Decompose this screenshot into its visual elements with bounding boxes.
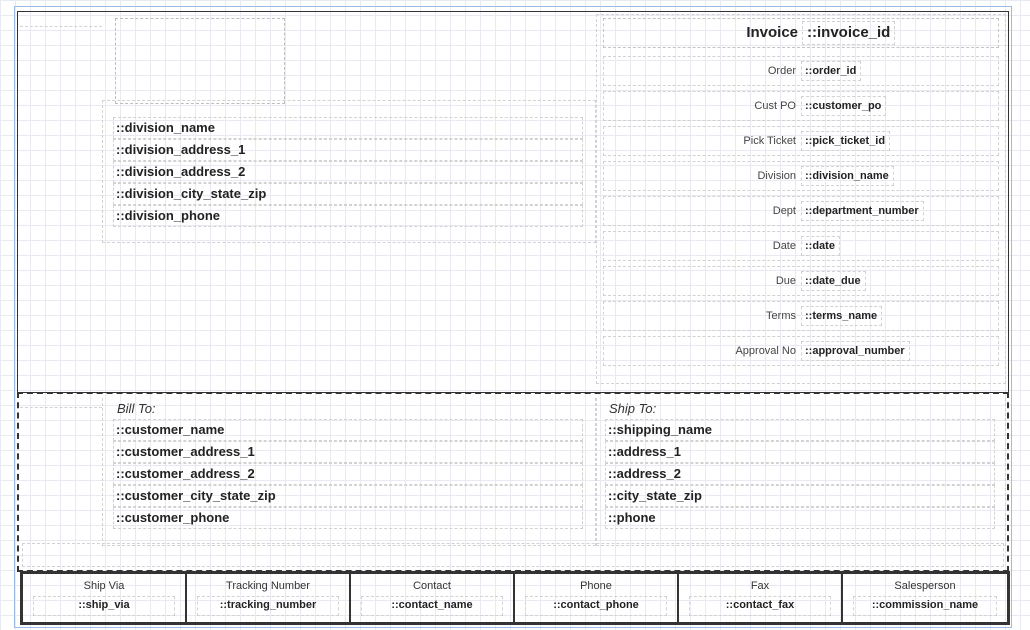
ship-to-fields: ::shipping_name ::address_1 ::address_2 … — [605, 419, 995, 531]
bill-to-block[interactable] — [102, 398, 596, 546]
division-block[interactable] — [102, 100, 596, 243]
division-label: Division — [757, 170, 796, 182]
ship-to-heading: Ship To: — [609, 401, 657, 416]
invoice-rows: Order ::order_id Cust PO ::customer_po P… — [603, 56, 999, 372]
invoice-row-order[interactable]: Order ::order_id — [603, 56, 999, 86]
address-footer-strip — [22, 543, 1004, 567]
customer-address-1-field[interactable]: ::customer_address_1 — [113, 441, 583, 463]
terms-label: Terms — [766, 310, 796, 322]
ship-via-field[interactable]: ::ship_via — [33, 596, 175, 616]
date-field[interactable]: ::date — [801, 236, 840, 256]
footer-cell-salesperson[interactable]: Salesperson ::commission_name — [842, 573, 1008, 623]
invoice-row-terms[interactable]: Terms ::terms_name — [603, 301, 999, 331]
division-name-field[interactable]: ::division_name — [113, 117, 583, 139]
due-label: Due — [775, 275, 796, 287]
division-address-1-field[interactable]: ::division_address_1 — [113, 139, 583, 161]
invoice-block[interactable] — [596, 14, 1006, 384]
pick-ticket-id-field[interactable]: ::pick_ticket_id — [801, 131, 891, 151]
date-due-field[interactable]: ::date_due — [801, 271, 866, 291]
invoice-division-name-field[interactable]: ::division_name — [801, 166, 894, 186]
footer-cell-fax[interactable]: Fax ::contact_fax — [678, 573, 842, 623]
terms-name-field[interactable]: ::terms_name — [801, 306, 883, 326]
contact-phone-field[interactable]: ::contact_phone — [525, 596, 667, 616]
contact-fax-field[interactable]: ::contact_fax — [689, 596, 831, 616]
shipping-city-state-zip-field[interactable]: ::city_state_zip — [605, 485, 995, 507]
division-fields: ::division_name ::division_address_1 ::d… — [113, 117, 583, 235]
invoice-title-label: Invoice — [746, 24, 798, 41]
cust-po-label: Cust PO — [754, 100, 796, 112]
invoice-id-field[interactable]: ::invoice_id — [802, 21, 896, 45]
commission-name-field[interactable]: ::commission_name — [853, 596, 997, 616]
contact-label: Contact — [413, 580, 451, 592]
approval-number-field[interactable]: ::approval_number — [801, 341, 910, 361]
order-label: Order — [767, 65, 796, 77]
division-address-2-field[interactable]: ::division_address_2 — [113, 161, 583, 183]
tracking-number-label: Tracking Number — [226, 580, 310, 592]
salesperson-label: Salesperson — [894, 580, 956, 592]
customer-po-field[interactable]: ::customer_po — [801, 96, 887, 116]
contact-name-field[interactable]: ::contact_name — [361, 596, 503, 616]
division-city-state-zip-field[interactable]: ::division_city_state_zip — [113, 183, 583, 205]
bill-to-fields: ::customer_name ::customer_address_1 ::c… — [113, 419, 583, 531]
division-phone-field[interactable]: ::division_phone — [113, 205, 583, 227]
invoice-row-pick-ticket[interactable]: Pick Ticket ::pick_ticket_id — [603, 126, 999, 156]
ship-via-label: Ship Via — [83, 580, 125, 592]
footer-band[interactable] — [20, 571, 1010, 625]
invoice-row-approval[interactable]: Approval No ::approval_number — [603, 336, 999, 366]
logo-placeholder[interactable] — [115, 18, 285, 104]
customer-name-field[interactable]: ::customer_name — [113, 419, 583, 441]
shipping-name-field[interactable]: ::shipping_name — [605, 419, 995, 441]
invoice-row-dept[interactable]: Dept ::department_number — [603, 196, 999, 226]
footer-cell-ship-via[interactable]: Ship Via ::ship_via — [22, 573, 186, 623]
fax-label: Fax — [750, 580, 770, 592]
customer-city-state-zip-field[interactable]: ::customer_city_state_zip — [113, 485, 583, 507]
date-label: Date — [772, 240, 796, 252]
footer-cell-tracking-number[interactable]: Tracking Number ::tracking_number — [186, 573, 350, 623]
invoice-title-row[interactable]: Invoice ::invoice_id — [603, 18, 999, 48]
invoice-row-cust-po[interactable]: Cust PO ::customer_po — [603, 91, 999, 121]
shipping-phone-field[interactable]: ::phone — [605, 507, 995, 529]
tracking-number-field[interactable]: ::tracking_number — [197, 596, 339, 616]
address-left-margin-box — [20, 407, 102, 427]
ship-to-block[interactable] — [596, 398, 1006, 546]
customer-address-2-field[interactable]: ::customer_address_2 — [113, 463, 583, 485]
pick-ticket-label: Pick Ticket — [743, 135, 796, 147]
order-id-field[interactable]: ::order_id — [801, 61, 862, 81]
approval-no-label: Approval No — [735, 345, 796, 357]
footer-cell-phone[interactable]: Phone ::contact_phone — [514, 573, 678, 623]
department-number-field[interactable]: ::department_number — [801, 201, 924, 221]
invoice-row-due[interactable]: Due ::date_due — [603, 266, 999, 296]
shipping-address-1-field[interactable]: ::address_1 — [605, 441, 995, 463]
phone-label: Phone — [580, 580, 612, 592]
left-margin-box — [20, 26, 102, 48]
shipping-address-2-field[interactable]: ::address_2 — [605, 463, 995, 485]
dept-label: Dept — [772, 205, 796, 217]
customer-phone-field[interactable]: ::customer_phone — [113, 507, 583, 529]
report-canvas — [14, 6, 1012, 628]
bill-to-heading: Bill To: — [117, 401, 156, 416]
invoice-row-division[interactable]: Division ::division_name — [603, 161, 999, 191]
footer-cell-contact[interactable]: Contact ::contact_name — [350, 573, 514, 623]
invoice-row-date[interactable]: Date ::date — [603, 231, 999, 261]
